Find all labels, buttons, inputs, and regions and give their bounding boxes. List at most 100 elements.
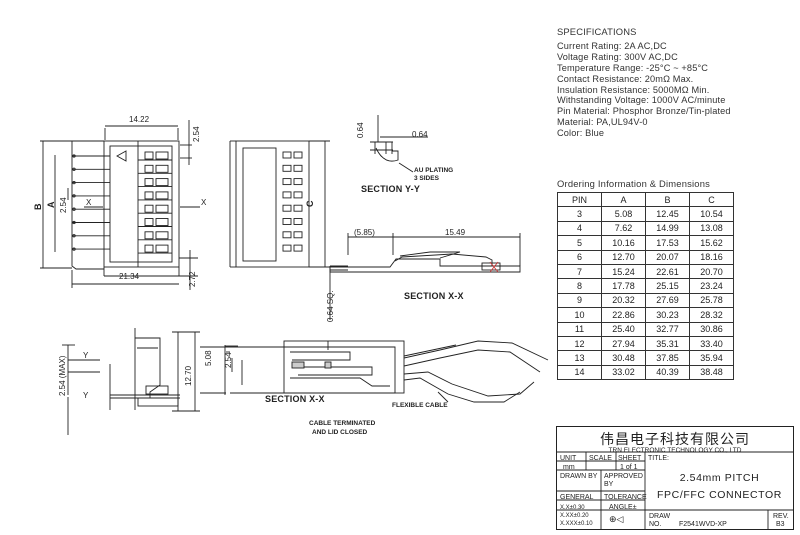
mid-slot bbox=[282, 191, 292, 199]
ordering-cell: 5 bbox=[557, 235, 602, 251]
ordering-cell: 20.07 bbox=[645, 249, 690, 265]
contact-body bbox=[155, 151, 169, 160]
pin-dot bbox=[72, 234, 76, 238]
ordering-cell: 7.62 bbox=[601, 220, 646, 237]
section-xx-lower-label: SECTION X-X bbox=[265, 394, 325, 404]
ordering-cell: 14 bbox=[557, 364, 602, 381]
unit-label: UNIT bbox=[560, 455, 577, 462]
mid-slot bbox=[282, 204, 292, 212]
mid-slot bbox=[282, 218, 292, 225]
company-name-cn: 伟昌电子科技有限公司 bbox=[600, 432, 750, 448]
ordering-cell: 33.40 bbox=[689, 335, 734, 352]
draw-no-value: F2541WVD-XP bbox=[679, 521, 727, 528]
dim-508: 5.08 bbox=[204, 350, 213, 366]
ordering-cell: 18.16 bbox=[689, 249, 734, 265]
general-label: GENERAL bbox=[560, 494, 594, 501]
section-mark-y-top: Y bbox=[83, 351, 89, 360]
ordering-cell: 20.70 bbox=[689, 263, 734, 280]
mid-slot bbox=[282, 178, 292, 186]
tolerance-label: TOLERANCE bbox=[604, 494, 647, 501]
ordering-cell: 33.02 bbox=[601, 364, 646, 381]
rev-value: B3 bbox=[776, 521, 785, 528]
section-yy bbox=[370, 115, 428, 173]
ordering-cell: 3 bbox=[557, 206, 602, 222]
tolerance-1: X.X±0.30 bbox=[560, 505, 585, 511]
company-name-en: TRN ELECTRONIC TECHNOLOGY CO., LTD bbox=[608, 447, 742, 454]
pin-dot bbox=[72, 247, 76, 251]
contact-slot bbox=[144, 178, 154, 187]
unit-value: mm bbox=[563, 464, 575, 471]
pin-dot bbox=[72, 180, 76, 185]
spec-line: Current Rating: 2A AC,DC bbox=[557, 40, 667, 51]
contact-body bbox=[155, 164, 169, 173]
front-view bbox=[40, 120, 200, 290]
ordering-cell: 12 bbox=[557, 335, 602, 352]
drawing-title-line2: FPC/FFC CONNECTOR bbox=[657, 489, 782, 501]
mid-slot bbox=[282, 151, 292, 159]
ordering-cell: 20.32 bbox=[601, 292, 646, 309]
mid-slot bbox=[282, 231, 292, 239]
contact-body bbox=[155, 204, 169, 213]
ordering-header-cell: PIN bbox=[557, 191, 602, 208]
ordering-cell: 25.78 bbox=[689, 292, 734, 309]
section-xx-label: SECTION X-X bbox=[404, 291, 464, 301]
tolerance-3: X.XXX±0.10 bbox=[560, 521, 593, 527]
pin-dot bbox=[72, 207, 76, 211]
title-block-grid bbox=[556, 451, 794, 530]
dim-right-height: 2.72 bbox=[188, 271, 197, 287]
contact-slot bbox=[144, 244, 154, 253]
ordering-header-cell: C bbox=[689, 191, 734, 208]
contact-body bbox=[155, 178, 169, 187]
ordering-cell: 12.45 bbox=[645, 206, 690, 222]
ordering-cell: 38.48 bbox=[689, 364, 734, 381]
spec-line: Contact Resistance: 20mΩ Max. bbox=[557, 73, 694, 84]
mid-slot-right bbox=[293, 231, 303, 239]
contact-slot bbox=[144, 191, 154, 200]
pin-dot bbox=[72, 154, 76, 158]
ordering-cell: 15.24 bbox=[601, 263, 646, 280]
mid-slot-right bbox=[293, 191, 303, 199]
contact-slot bbox=[144, 164, 154, 173]
drawn-by-label: DRAWN BY bbox=[560, 473, 598, 480]
dim-pitch-left: 2.54 bbox=[59, 197, 68, 213]
ordering-cell: 30.23 bbox=[645, 307, 690, 323]
drawing-title-line1: 2.54mm PITCH bbox=[679, 472, 760, 484]
mid-slot bbox=[282, 164, 292, 172]
ordering-header-cell: B bbox=[645, 191, 690, 208]
ordering-cell: 17.53 bbox=[645, 235, 690, 251]
spec-line: Insulation Resistance: 5000MΩ Min. bbox=[557, 84, 710, 95]
ordering-header-cell: A bbox=[601, 191, 646, 208]
ordering-cell: 28.32 bbox=[689, 307, 734, 323]
contact-body bbox=[155, 218, 169, 226]
top-view bbox=[229, 140, 330, 268]
ordering-cell: 10 bbox=[557, 307, 602, 323]
section-yy-label: SECTION Y-Y bbox=[361, 184, 421, 194]
sheet-label: SHEET bbox=[618, 455, 642, 462]
dim-xx-left: (5.85) bbox=[354, 228, 375, 237]
rev-label: REV. bbox=[773, 513, 789, 520]
mid-slot bbox=[282, 244, 292, 252]
ordering-cell: 14.99 bbox=[645, 220, 690, 237]
ordering-cell: 7 bbox=[557, 263, 602, 280]
ordering-cell: 22.86 bbox=[601, 307, 646, 323]
section-mark-y-bottom: Y bbox=[83, 391, 89, 400]
pin-dot bbox=[72, 194, 76, 198]
ordering-cell: 6 bbox=[557, 249, 602, 265]
mid-slot-right bbox=[293, 151, 303, 159]
spec-line: Pin Material: Phosphor Bronze/Tin-plated bbox=[557, 106, 731, 117]
contact-slot bbox=[144, 204, 154, 213]
ordering-cell: 32.77 bbox=[645, 321, 690, 337]
spec-line: Voltage Rating: 300V AC,DC bbox=[557, 51, 678, 62]
contact-slot bbox=[144, 151, 154, 160]
spec-line: Temperature Range: -25°C ~ +85°C bbox=[557, 62, 709, 73]
ordering-cell: 35.94 bbox=[689, 350, 734, 366]
